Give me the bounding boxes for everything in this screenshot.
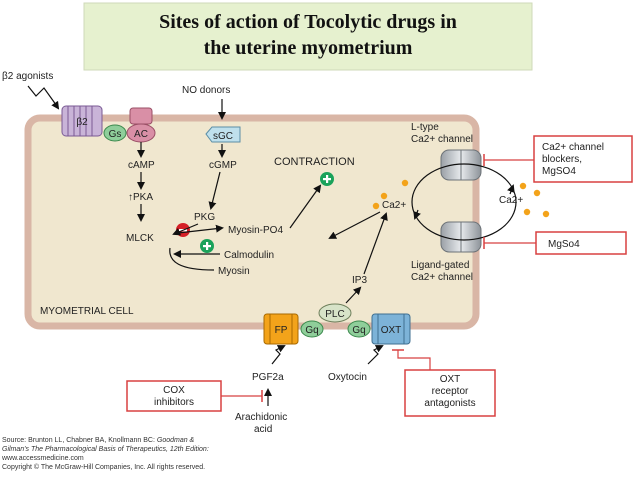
camp-label: cAMP (128, 160, 155, 171)
contraction-label: CONTRACTION (274, 156, 355, 168)
ca-flow-arrow-right (507, 184, 515, 195)
sgc-enzyme: sGC (205, 126, 241, 143)
ca-ion (380, 192, 388, 200)
source-line-2: Gilman's The Pharmacological Basis of Th… (2, 446, 209, 453)
b2-agonists-label: β2 agonists (2, 71, 53, 82)
myosin-label: Myosin (218, 266, 250, 277)
ca-blockers-line-3: MgSO4 (542, 166, 576, 177)
title-box: Sites of action of Tocolytic drugs in th… (83, 2, 533, 71)
l-type-label-2: Ca2+ channel (411, 134, 473, 145)
ca-to-calmodulin-arrow (328, 211, 381, 239)
ca-ion (372, 202, 380, 210)
gq-protein-fp: Gq (300, 320, 324, 338)
calmodulin-label: Calmodulin (224, 250, 274, 261)
ligand-gated-channel (440, 221, 482, 253)
ca-flow-circle (411, 163, 517, 241)
sgc-label: sGC (213, 131, 233, 142)
plc-label: PLC (325, 309, 344, 320)
ligand-gated-label-1: Ligand-gated (411, 260, 469, 271)
pkg-label: PKG (194, 212, 215, 223)
ca-blockers-line-1: Ca2+ channel (542, 142, 604, 153)
ac-label: AC (134, 129, 148, 140)
mgso4-box: MgSo4 (535, 231, 627, 255)
plus-icon-mlck (200, 239, 214, 253)
pkg-to-mlck-arrow (172, 223, 199, 236)
cgmp-label: cGMP (209, 160, 237, 171)
source-line-4: Copyright © The McGraw-Hill Companies, I… (2, 463, 205, 471)
title-line-1: Sites of action of Tocolytic drugs in (159, 11, 457, 33)
cox-line-1: COX (163, 385, 185, 396)
cgmp-to-pkg-arrow (208, 171, 221, 210)
cox-line-2: inhibitors (154, 397, 194, 408)
ca-ion (523, 208, 531, 216)
extracellular-ca-label: Ca2+ (499, 195, 523, 206)
ip3-label: IP3 (352, 275, 367, 286)
mgso4-label: MgSo4 (548, 239, 580, 250)
gq-label-2: Gq (352, 325, 365, 336)
b2-agonist-arrow (27, 85, 60, 110)
l-type-channel (440, 149, 482, 181)
ca-channel-blockers-box: Ca2+ channel blockers, MgSO4 (533, 135, 633, 183)
ca-ion (542, 210, 550, 218)
arachidonic-label-1: Arachidonic (235, 412, 287, 423)
gs-label: Gs (109, 129, 122, 140)
ca-ion (401, 179, 409, 187)
arachidonic-label-2: acid (254, 424, 272, 435)
gq-protein-oxt: Gq (347, 320, 371, 338)
l-type-label-1: L-type (411, 122, 439, 133)
oxt-ant-line-2: receptor (432, 386, 469, 397)
mlck-label: MLCK (126, 233, 154, 244)
gq-label-1: Gq (305, 325, 318, 336)
title-line-2: the uterine myometrium (204, 37, 413, 59)
oxytocin-label: Oxytocin (328, 372, 367, 383)
oxt-ant-line-1: OXT (440, 374, 461, 385)
oxt-antagonists-box: OXT receptor antagonists (404, 369, 496, 417)
oxt-receptor: OXT (371, 313, 411, 345)
fp-receptor: FP (263, 313, 299, 345)
oxytocin-arrow (367, 345, 384, 365)
pgf2a-label: PGF2a (252, 372, 284, 383)
mlck-to-myosin-po4-arrow (177, 224, 224, 234)
myometrial-cell (24, 114, 480, 330)
ca-blockers-line-2: blockers, (542, 154, 582, 165)
plus-icon-contraction (320, 172, 334, 186)
myosin-loop-arrow (169, 247, 215, 271)
title-background (83, 2, 533, 71)
source-citation: Source: Brunton LL, Chabner BA, Knollman… (1, 437, 209, 471)
myometrial-cell-label: MYOMETRIAL CELL (40, 306, 134, 317)
ca-ion (533, 189, 541, 197)
ca-ion (519, 182, 527, 190)
plc-to-ip3-arrow (345, 286, 362, 304)
plc-enzyme: PLC (318, 303, 352, 323)
ca-flow-arrow-left (413, 209, 421, 220)
source-line-1: Source: Brunton LL, Chabner BA, Knollman… (2, 437, 195, 444)
oxt-ant-inhibit-line (397, 350, 431, 370)
cox-inhibitors-box: COX inhibitors (126, 380, 222, 412)
source-line-3: www.accessmedicine.com (1, 455, 84, 462)
oxt-label: OXT (381, 325, 402, 336)
gs-protein: Gs (103, 124, 127, 142)
ip3-to-ca-arrow (363, 212, 388, 275)
adenylyl-cyclase: AC (126, 107, 156, 143)
pka-label: ↑PKA (128, 192, 153, 203)
oxt-ant-line-3: antagonists (424, 398, 475, 409)
pgf2a-arrow (271, 345, 286, 365)
b2-receptor: β2 (61, 105, 103, 137)
myosin-po4-to-contraction-arrow (289, 184, 322, 229)
fp-label: FP (275, 325, 288, 336)
b2-receptor-label: β2 (76, 117, 88, 128)
ligand-gated-label-2: Ca2+ channel (411, 272, 473, 283)
myosin-po4-label: Myosin-PO4 (228, 225, 283, 236)
no-donors-label: NO donors (182, 85, 230, 96)
intracellular-ca-label: Ca2+ (382, 200, 406, 211)
